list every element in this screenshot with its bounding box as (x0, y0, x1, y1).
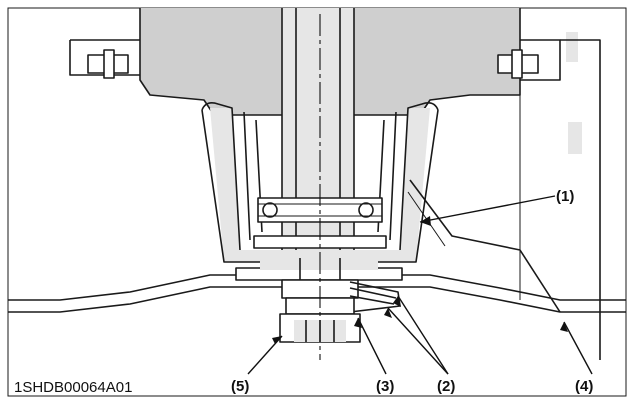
leader-lines (247, 195, 593, 375)
callout-2: (2) (437, 378, 455, 395)
figure-code: 1SHDB00064A01 (14, 379, 132, 396)
callout-3: (3) (376, 378, 394, 395)
callout-1: (1) (556, 188, 574, 205)
nut-assembly (235, 256, 403, 343)
callout-5: (5) (231, 378, 249, 395)
callout-4: (4) (575, 378, 593, 395)
